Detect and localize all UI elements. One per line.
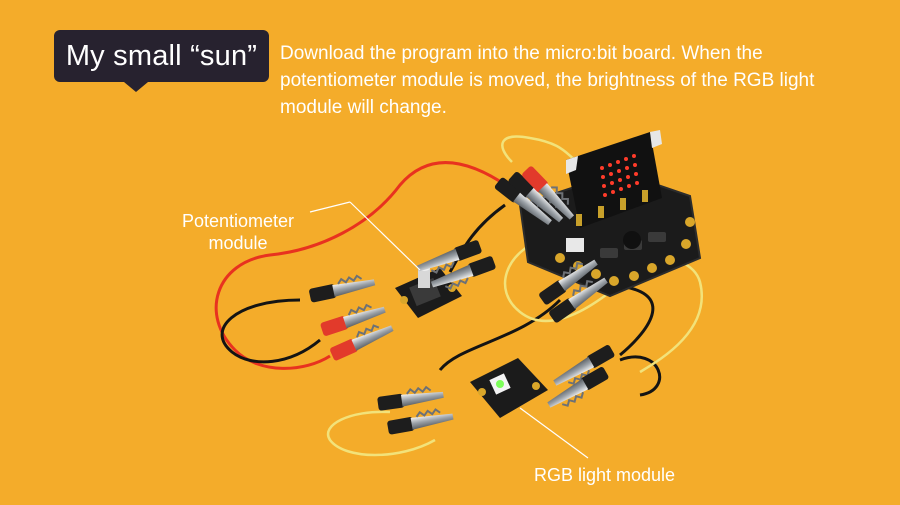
label-potentiometer-line2: module	[208, 233, 268, 253]
label-rgb: RGB light module	[534, 465, 676, 485]
description-text: Download the program into the micro:bit …	[280, 43, 815, 118]
rgb-light-module-icon	[470, 358, 548, 418]
label-potentiometer: Potentiometer module	[168, 210, 308, 254]
microbit-board-icon	[566, 130, 662, 228]
pointer-potentiometer-2	[349, 201, 421, 271]
pointer-potentiometer	[309, 201, 351, 213]
led-matrix	[600, 154, 639, 197]
title-bubble: My small “sun”	[54, 30, 269, 82]
expansion-board	[518, 170, 702, 298]
pointer-rgb	[519, 407, 589, 459]
label-potentiometer-line1: Potentiometer	[181, 211, 295, 231]
title-bubble-tail	[124, 82, 148, 92]
